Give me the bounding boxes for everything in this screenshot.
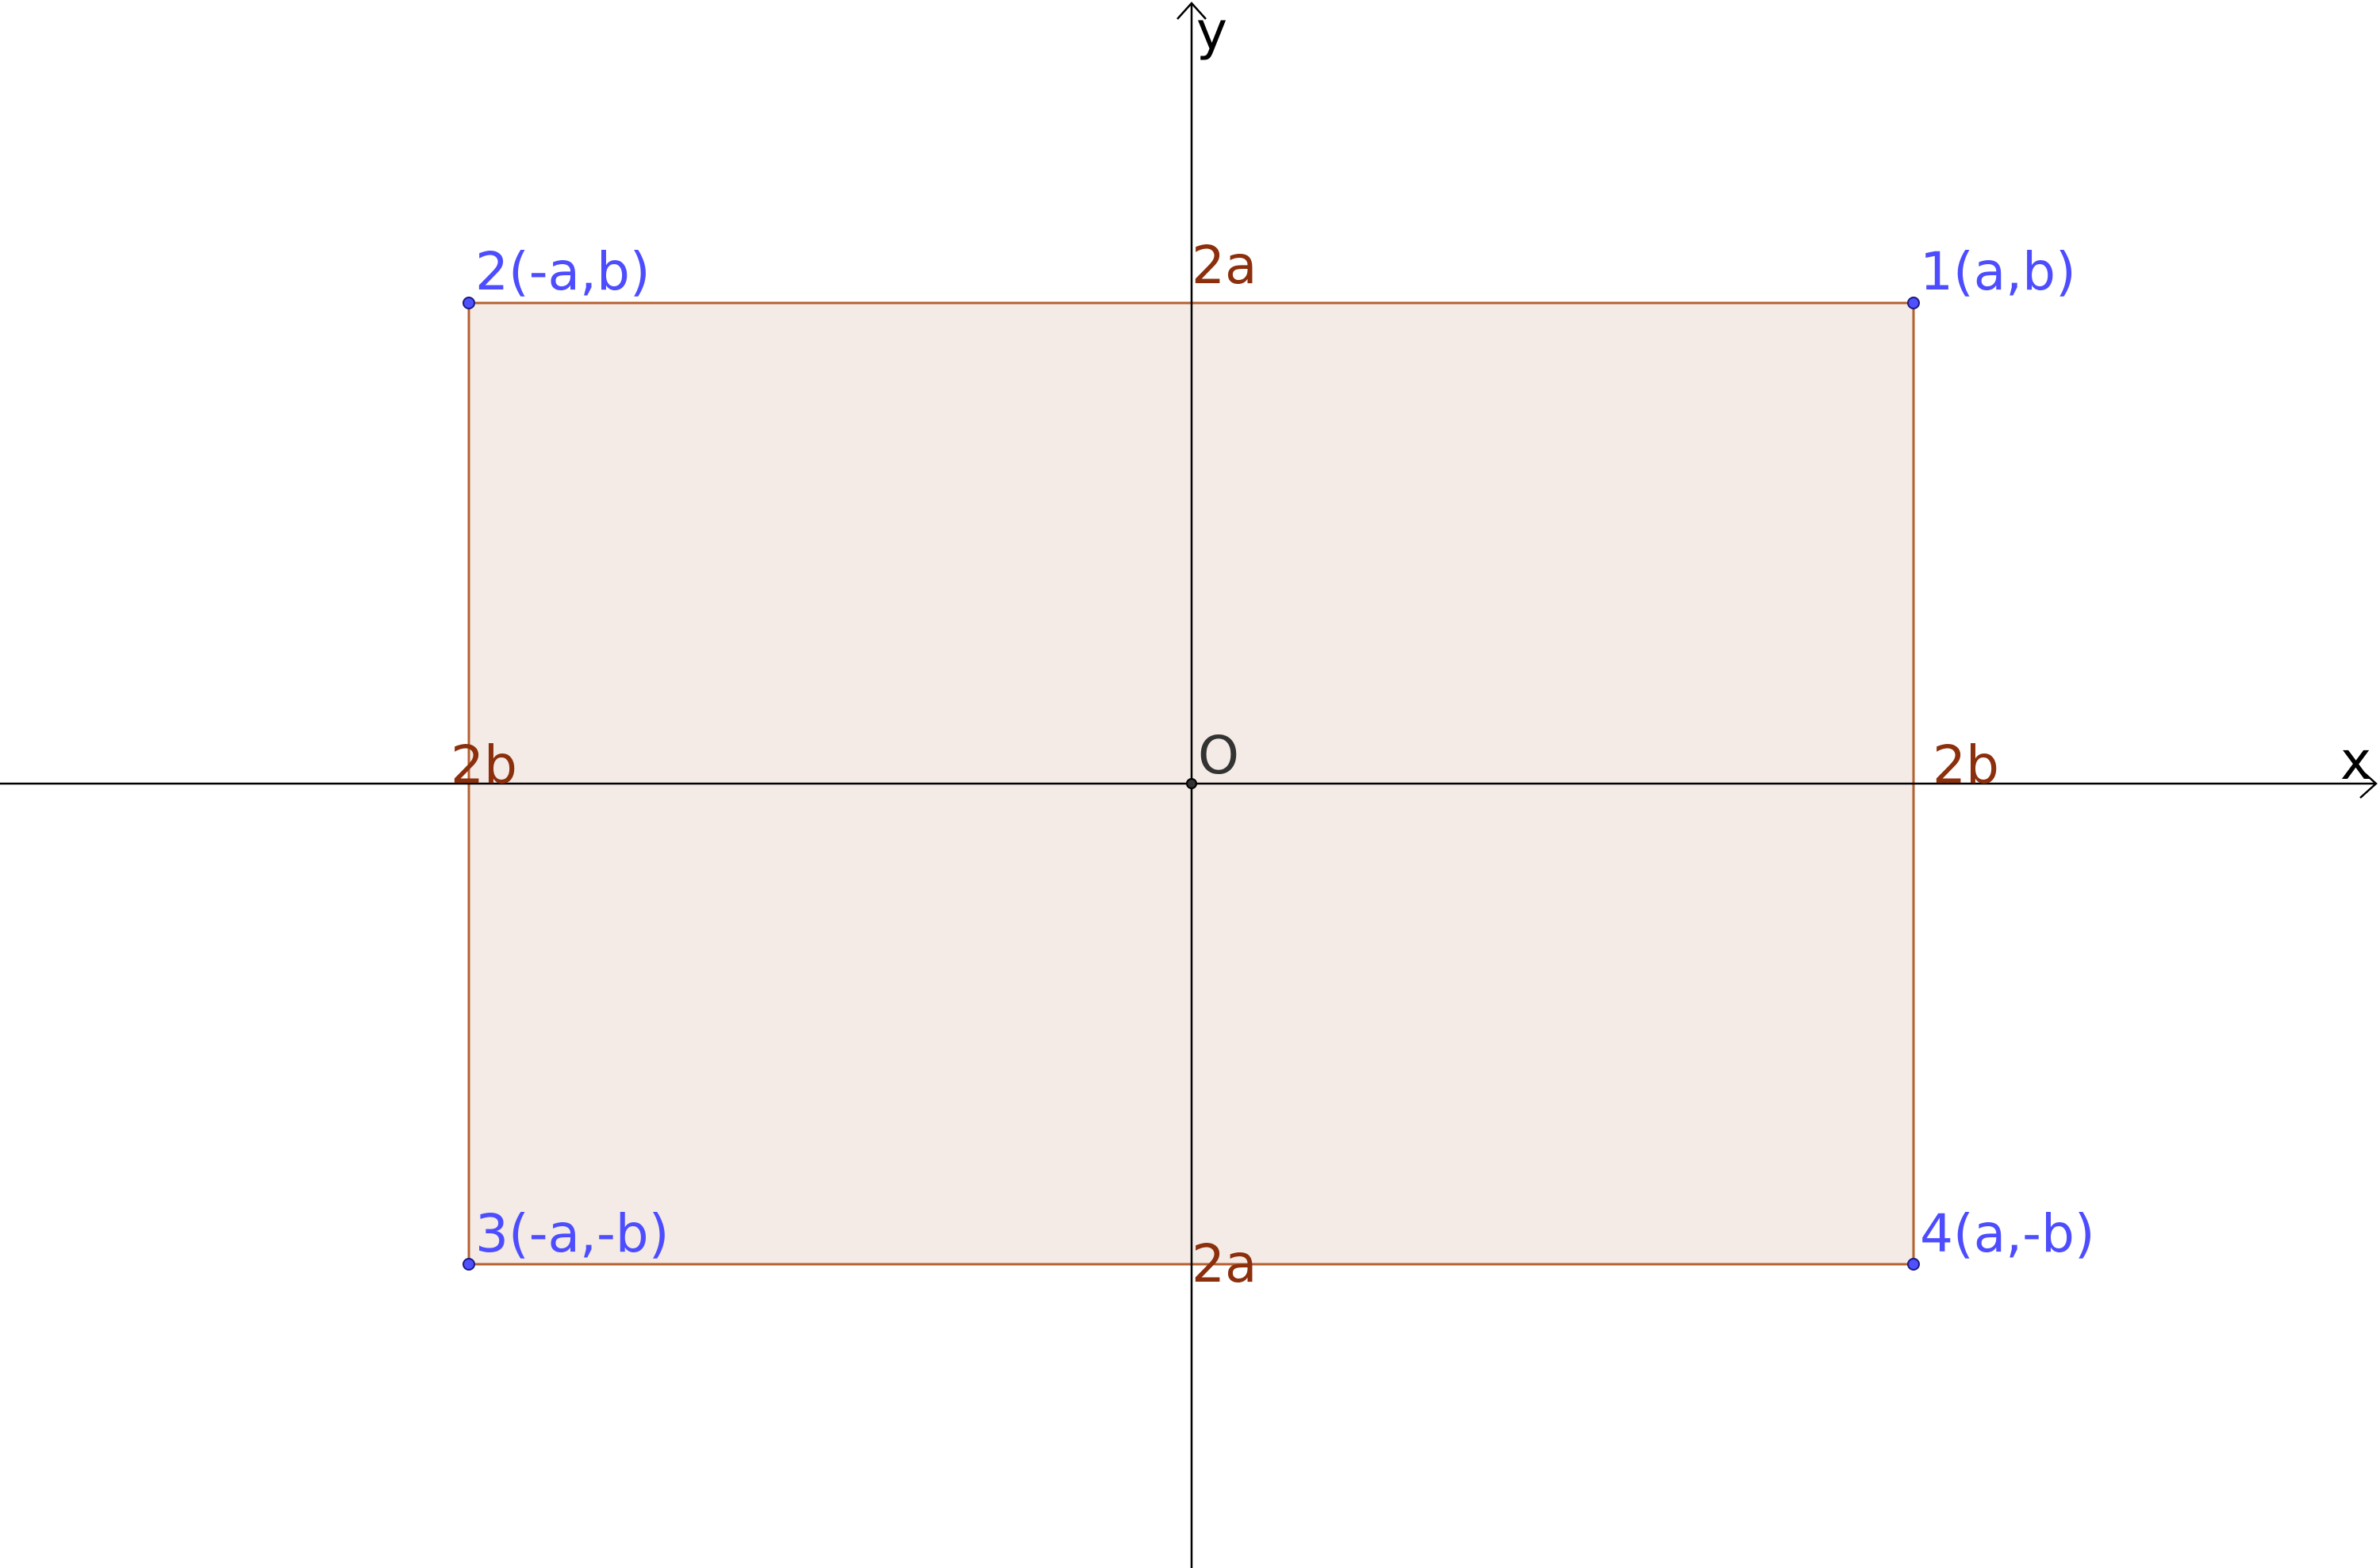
point-3-label: 3(-a,-b)	[475, 1203, 669, 1264]
point-4-label: 4(a,-b)	[1920, 1203, 2095, 1264]
y-axis-label: y	[1196, 1, 1227, 62]
point-1[interactable]	[1907, 297, 1920, 309]
point-2-label: 2(-a,b)	[475, 241, 651, 302]
x-axis-arrow-icon	[2359, 769, 2378, 799]
origin-label: O	[1198, 725, 1239, 786]
x-axis-label: x	[2340, 730, 2371, 792]
point-1-label: 1(a,b)	[1920, 241, 2076, 302]
point-4[interactable]	[1907, 1258, 1920, 1271]
bottom-side-label: 2a	[1192, 1233, 1257, 1294]
point-3[interactable]	[463, 1258, 475, 1271]
left-side-label: 2b	[451, 734, 517, 796]
top-side-label: 2a	[1192, 235, 1257, 296]
y-axis-arrow-icon	[1177, 2, 1207, 20]
right-side-label: 2b	[1933, 734, 1999, 796]
origin-point	[1186, 778, 1197, 789]
point-2[interactable]	[463, 297, 475, 309]
